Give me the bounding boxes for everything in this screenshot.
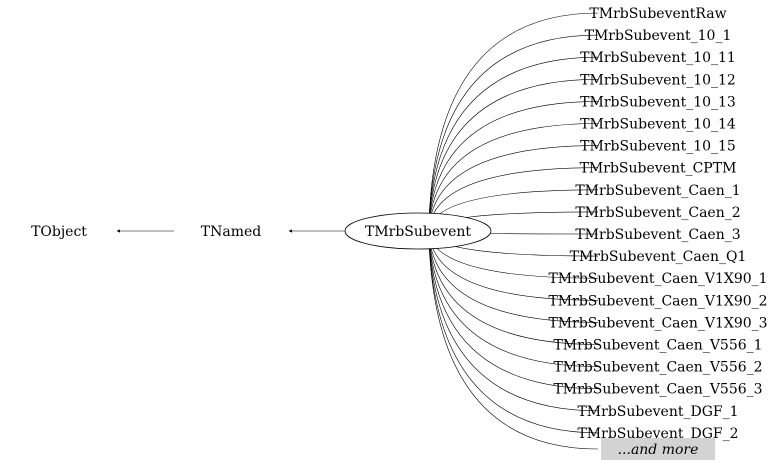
child-node-20[interactable]: TMrbSubevent_DGF_2: [577, 426, 738, 442]
child-edge-3: [427, 56, 599, 224]
node-tmrbsubevent-ellipse: [344, 212, 492, 250]
node-tmrbsubevent-label: TMrbSubevent: [365, 224, 471, 240]
child-edge-6: [427, 123, 599, 227]
child-edge-7: [427, 145, 599, 228]
child-node-19[interactable]: TMrbSubevent_DGF_1: [577, 404, 738, 420]
node-tobject-label: TObject: [31, 224, 87, 240]
more-box: [601, 438, 715, 460]
child-node-3[interactable]: TMrbSubevent_10_11: [580, 50, 736, 66]
child-nodes: TMrbSubeventRawTMrbSubevent_10_1TMrbSube…: [548, 6, 767, 442]
child-node-7[interactable]: TMrbSubevent_10_15: [580, 139, 736, 155]
node-tmrbsubevent[interactable]: TMrbSubevent: [344, 212, 492, 250]
child-edge-2: [427, 34, 599, 223]
node-and-more[interactable]: ...and more: [601, 438, 715, 460]
node-tnamed-label: TNamed: [201, 224, 261, 240]
child-edge-17: [427, 236, 599, 367]
child-edge-15: [427, 234, 599, 323]
child-node-9[interactable]: TMrbSubevent_Caen_1: [575, 183, 740, 199]
child-node-6[interactable]: TMrbSubevent_10_14: [580, 117, 736, 133]
child-node-16[interactable]: TMrbSubevent_Caen_V556_1: [553, 338, 762, 354]
child-node-2[interactable]: TMrbSubevent_10_1: [585, 28, 732, 44]
child-node-5[interactable]: TMrbSubevent_10_13: [580, 94, 736, 110]
node-tnamed[interactable]: TNamed: [201, 224, 261, 240]
child-node-11[interactable]: TMrbSubevent_Caen_3: [575, 227, 740, 243]
child-edge-20: [427, 239, 599, 434]
child-edge-5: [427, 101, 599, 226]
child-node-10[interactable]: TMrbSubevent_Caen_2: [575, 205, 740, 221]
child-node-15[interactable]: TMrbSubevent_Caen_V1X90_3: [548, 315, 767, 331]
child-edge-19: [427, 238, 599, 412]
child-node-14[interactable]: TMrbSubevent_Caen_V1X90_2: [548, 293, 767, 309]
child-edge-18: [427, 237, 599, 389]
child-node-18[interactable]: TMrbSubevent_Caen_V556_3: [553, 382, 762, 398]
child-edge-1: [427, 12, 599, 222]
child-node-13[interactable]: TMrbSubevent_Caen_V1X90_1: [548, 271, 767, 287]
child-edge-16: [427, 235, 599, 345]
child-node-12[interactable]: TMrbSubevent_Caen_Q1: [570, 249, 747, 265]
child-edge-21: [427, 240, 599, 450]
child-edge-4: [427, 79, 599, 225]
node-tobject[interactable]: TObject: [31, 224, 87, 240]
child-node-17[interactable]: TMrbSubevent_Caen_V556_2: [553, 360, 762, 376]
child-node-8[interactable]: TMrbSubevent_CPTM: [580, 161, 737, 177]
child-node-4[interactable]: TMrbSubevent_10_12: [580, 72, 736, 88]
more-label: ...and more: [618, 442, 699, 458]
child-node-1[interactable]: TMrbSubeventRaw: [589, 6, 726, 22]
